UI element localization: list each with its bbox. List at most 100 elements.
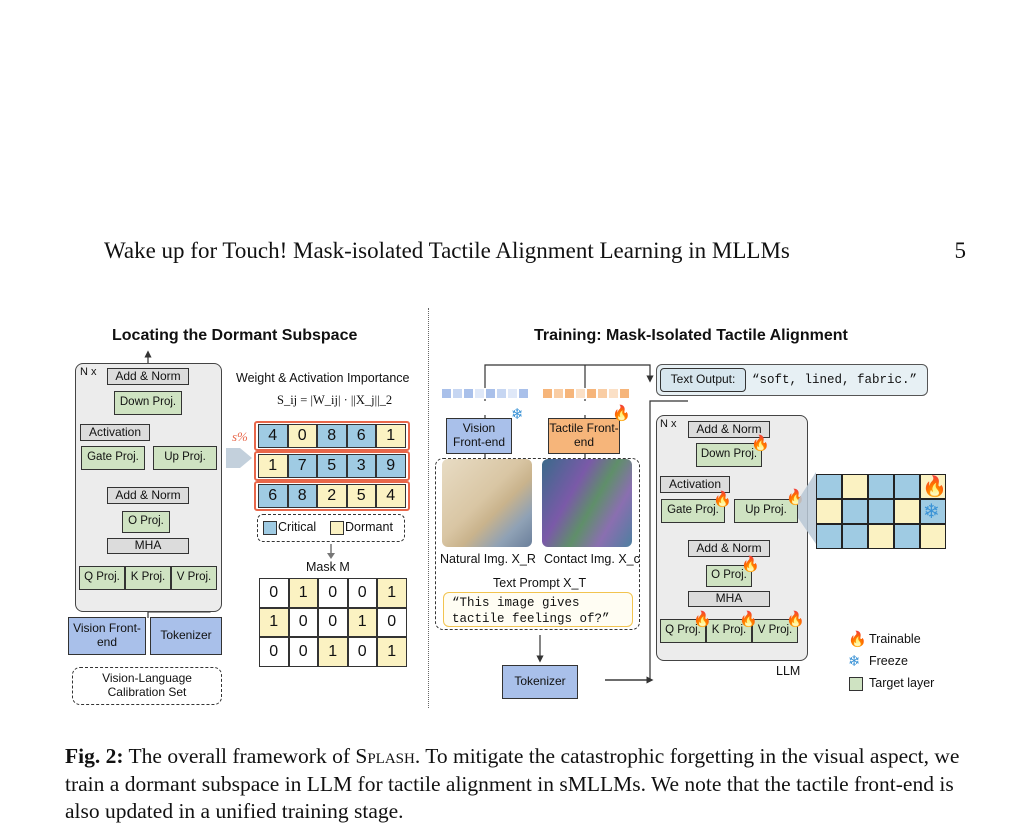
token-cell — [542, 388, 553, 399]
left-add-norm-mid: Add & Norm — [107, 487, 189, 504]
weight-grid-cell — [842, 474, 868, 499]
grid-trainable-icon: 🔥 — [922, 476, 947, 498]
v-proj-trainable-icon: 🔥 — [786, 611, 805, 628]
score-cell: 2 — [317, 484, 347, 508]
vision-freeze-icon: ❄ — [511, 406, 524, 423]
right-gate-proj: Gate Proj. — [661, 499, 725, 523]
natural-image-label: Natural Img. X_R — [440, 552, 536, 566]
caption-method: Splash — [355, 744, 415, 768]
legend-target-swatch — [849, 677, 863, 691]
token-cell — [441, 388, 452, 399]
token-cell — [496, 388, 507, 399]
score-cell: 5 — [346, 484, 376, 508]
score-cell: 1 — [376, 424, 406, 448]
natural-image — [442, 459, 532, 547]
page-number: 5 — [954, 238, 967, 263]
mask-arrow — [327, 544, 335, 559]
left-calibration-set: Vision-Language Calibration Set — [72, 667, 222, 705]
score-cell: 8 — [287, 484, 317, 508]
right-o-proj: O Proj. — [706, 565, 752, 587]
score-cell: 6 — [346, 424, 376, 448]
legend-target-label: Target layer — [869, 676, 935, 690]
left-o-proj: O Proj. — [122, 511, 170, 533]
mask-cell: 1 — [377, 578, 407, 608]
running-title: Wake up for Touch! Mask-isolated Tactile… — [104, 238, 790, 263]
right-title: Training: Mask-Isolated Tactile Alignmen… — [534, 327, 848, 344]
legend-freeze-label: Freeze — [869, 654, 908, 668]
right-tokenizer: Tokenizer — [502, 665, 578, 699]
score-cell: 8 — [317, 424, 347, 448]
token-cell — [474, 388, 485, 399]
left-gate-proj: Gate Proj. — [81, 446, 145, 470]
caption-text-a: The overall framework of — [123, 744, 356, 768]
score-cell: 0 — [287, 424, 317, 448]
left-up-proj: Up Proj. — [153, 446, 217, 470]
tactile-trainable-icon: 🔥 — [612, 405, 631, 422]
mask-cell: 1 — [259, 607, 289, 637]
legend-dormant-swatch — [330, 521, 344, 535]
text-output-value: “soft, lined, fabric.” — [752, 373, 918, 387]
right-vision-frontend: Vision Front-end — [446, 418, 512, 454]
q-proj-trainable-icon: 🔥 — [693, 611, 712, 628]
token-cell — [452, 388, 463, 399]
left-down-proj: Down Proj. — [114, 391, 182, 415]
mask-cell: 0 — [318, 578, 348, 608]
grid-freeze-icon: ❄ — [923, 501, 940, 523]
right-add-norm-mid: Add & Norm — [688, 540, 770, 557]
legend-trainable-label: Trainable — [869, 632, 921, 646]
caption-label: Fig. 2: — [65, 744, 124, 768]
k-proj-trainable-icon: 🔥 — [739, 611, 758, 628]
left-tokenizer: Tokenizer — [150, 617, 222, 655]
left-v-proj: V Proj. — [171, 566, 217, 590]
mask-cell: 1 — [288, 578, 318, 608]
mask-cell: 0 — [259, 637, 289, 667]
mask-cell: 1 — [377, 637, 407, 667]
input-group — [435, 458, 640, 630]
token-cell — [518, 388, 529, 399]
mask-cell: 1 — [347, 607, 377, 637]
mask-cell: 0 — [377, 607, 407, 637]
weight-grid-cell — [894, 524, 920, 549]
score-cell: 6 — [258, 484, 288, 508]
mask-cell: 0 — [288, 607, 318, 637]
text-prompt-label: Text Prompt X_T — [493, 576, 587, 590]
left-vision-frontend: Vision Front-end — [68, 617, 146, 655]
left-nx-label: N x — [80, 366, 97, 378]
mask-cell: 0 — [347, 578, 377, 608]
contact-image-label: Contact Img. X_c — [544, 552, 640, 566]
right-nx-label: N x — [660, 418, 677, 430]
mask-cell: 0 — [288, 637, 318, 667]
token-cell — [608, 388, 619, 399]
right-activation: Activation — [660, 476, 730, 493]
left-mha: MHA — [107, 538, 189, 554]
contact-image — [542, 459, 632, 547]
token-cell — [463, 388, 474, 399]
weight-grid-cell — [868, 524, 894, 549]
weight-grid-cell — [920, 474, 946, 499]
weight-grid-cell — [920, 499, 946, 524]
text-output-label: Text Output: — [660, 368, 746, 392]
score-cell: 4 — [376, 484, 406, 508]
mask-cell: 0 — [259, 578, 289, 608]
weight-grid-cell — [816, 499, 842, 524]
token-cell — [597, 388, 608, 399]
token-cell — [485, 388, 496, 399]
right-q-proj: Q Proj. — [660, 619, 706, 643]
left-title: Locating the Dormant Subspace — [112, 327, 358, 344]
token-cell — [564, 388, 575, 399]
mask-cell: 0 — [318, 607, 348, 637]
llm-label: LLM — [776, 664, 801, 678]
weight-grid-cell — [868, 499, 894, 524]
right-add-norm-top: Add & Norm — [688, 421, 770, 438]
importance-title: Weight & Activation Importance — [236, 371, 410, 385]
left-add-norm-top: Add & Norm — [107, 368, 189, 385]
down-proj-trainable-icon: 🔥 — [751, 435, 770, 452]
legend-dormant-label: Dormant — [345, 520, 393, 534]
legend-critical-label: Critical — [278, 520, 317, 534]
token-cell — [553, 388, 564, 399]
left-q-proj: Q Proj. — [79, 566, 125, 590]
score-row-highlight — [254, 451, 410, 481]
right-k-proj: K Proj. — [706, 619, 752, 643]
score-cell: 3 — [346, 454, 376, 478]
left-k-proj: K Proj. — [125, 566, 171, 590]
